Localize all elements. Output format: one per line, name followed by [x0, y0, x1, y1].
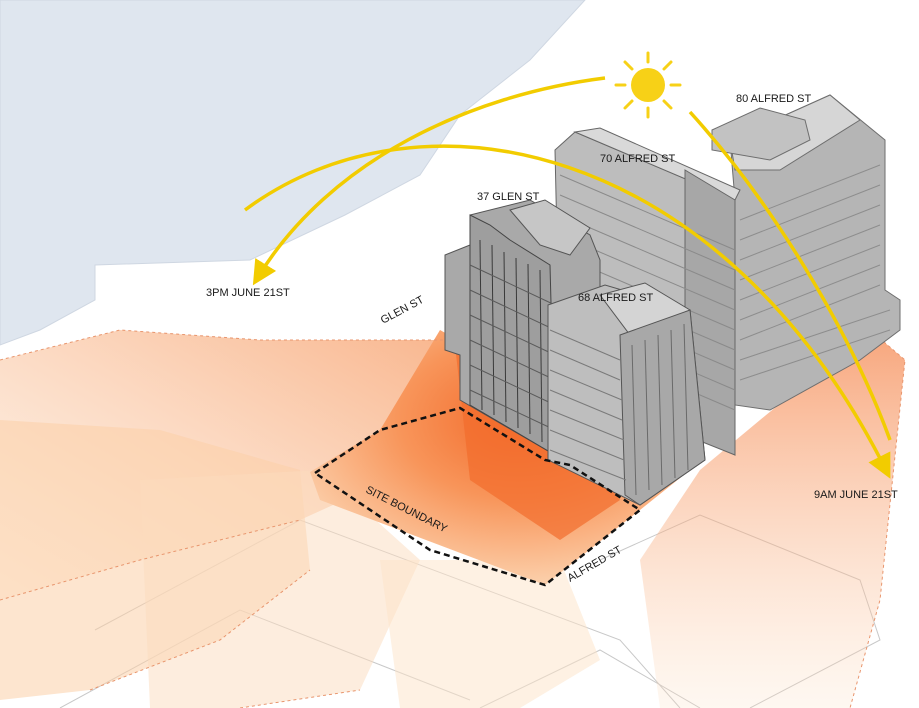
site-boundary-outline	[312, 406, 643, 587]
label-9am-june-21st: 9AM JUNE 21ST	[814, 489, 898, 501]
label-70-alfred-st: 70 ALFRED ST	[600, 153, 675, 165]
building-68-alfred	[547, 282, 706, 506]
shadow-layers	[0, 330, 905, 708]
shadow-outlines	[0, 329, 906, 708]
sun-path-arcs	[243, 76, 892, 479]
label-68-alfred-st: 68 ALFRED ST	[578, 292, 653, 304]
building-80-alfred	[711, 94, 901, 411]
water-area	[0, 0, 586, 346]
label-3pm-june-21st: 3PM JUNE 21ST	[206, 287, 290, 299]
label-80-alfred-st: 80 ALFRED ST	[736, 93, 811, 105]
sun-icon	[614, 51, 682, 119]
label-37-glen-st: 37 GLEN ST	[477, 191, 540, 203]
building-37-glen	[444, 199, 601, 456]
label-glen-st: GLEN ST	[379, 294, 426, 327]
